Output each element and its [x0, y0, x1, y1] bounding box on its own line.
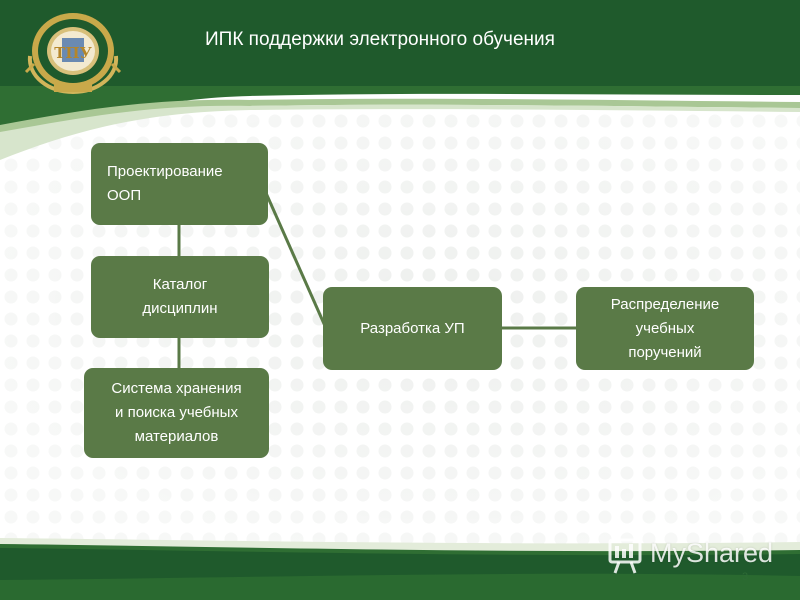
node-design-label: Проектирование ООП	[107, 163, 223, 204]
slide-title: ИПК поддержки электронного обучения	[205, 29, 555, 50]
logo-monogram: ТПУ	[54, 44, 92, 62]
node-curriculum: Разработка УП	[323, 287, 502, 370]
node-design: Проектирование ООП	[91, 143, 268, 225]
watermark-text: MyShared	[650, 538, 774, 568]
node-catalog: Каталог дисциплин	[91, 256, 269, 338]
node-distribution: Распределение учебных поручений	[576, 287, 754, 370]
watermark-presentation-icon	[608, 538, 642, 574]
node-storage: Система хранения и поиска учебных матери…	[84, 368, 269, 458]
node-storage-label: Система хранения и поиска учебных матери…	[111, 380, 242, 445]
edge-design-curriculum	[264, 192, 327, 327]
node-catalog-label: Каталог дисциплин	[142, 276, 218, 317]
page-number: 3	[742, 571, 749, 583]
university-logo-icon: ТПУ	[24, 13, 122, 95]
node-curriculum-label: Разработка УП	[360, 319, 465, 337]
footer-background	[0, 538, 800, 600]
node-distribution-label: Распределение учебных поручений	[610, 295, 720, 361]
header-background	[0, 0, 800, 160]
